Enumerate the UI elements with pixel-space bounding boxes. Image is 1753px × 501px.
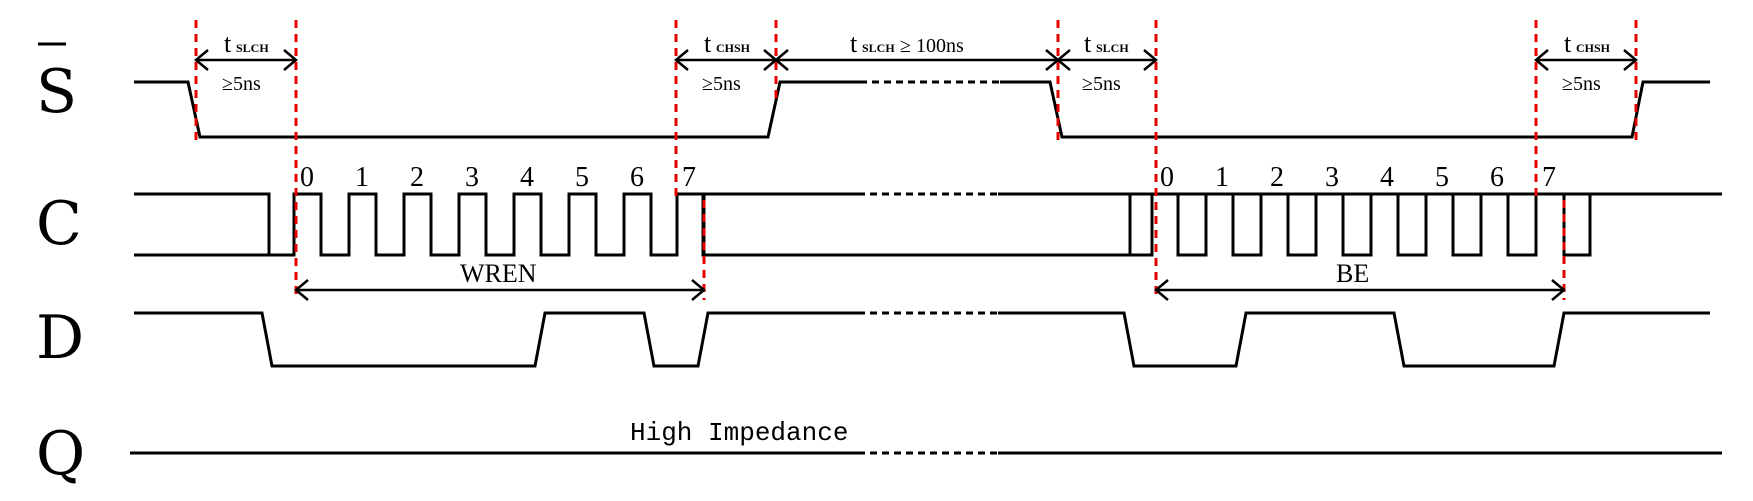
bit-label: 1: [355, 162, 369, 193]
bit-label: 5: [575, 162, 589, 193]
tslch-100-min: ≥ 100ns: [900, 35, 964, 57]
tslch-100-sub: SLCH: [862, 41, 895, 55]
s-waveform: [134, 80, 1710, 139]
tchsh-2-sub: CHSH: [1576, 41, 1611, 55]
signal-label-s: S: [36, 57, 77, 127]
tchsh-2-min: ≥5ns: [1562, 73, 1601, 95]
bit-label: 2: [410, 162, 424, 193]
reference-lines: [194, 20, 1638, 300]
bit-label: 0: [1160, 162, 1174, 193]
command-be: BE: [1336, 259, 1369, 288]
tslch-2-min: ≥5ns: [1082, 73, 1121, 95]
signal-label-c: C: [36, 189, 82, 259]
tslch-100-t: t: [850, 29, 858, 58]
command-wren: WREN: [460, 259, 537, 288]
bit-label: 6: [630, 162, 644, 193]
tchsh-1-t: t: [704, 29, 712, 58]
q-state-label: High Impedance: [630, 418, 848, 448]
bit-label: 3: [1325, 162, 1339, 193]
c-waveform: [134, 192, 1722, 257]
signal-label-d: D: [36, 303, 84, 373]
bit-label: 5: [1435, 162, 1449, 193]
tslch-2-sub: SLCH: [1096, 41, 1129, 55]
bit-label: 4: [520, 162, 534, 193]
bit-label: 7: [1542, 162, 1556, 193]
bit-label: 7: [682, 162, 696, 193]
tslch-1-sub: SLCH: [236, 41, 269, 55]
bit-label: 4: [1380, 162, 1394, 193]
bit-label: 1: [1215, 162, 1229, 193]
signal-names: S C D Q: [36, 42, 85, 489]
tchsh-1-min: ≥5ns: [702, 73, 741, 95]
tslch-1-t: t: [224, 29, 232, 58]
tchsh-1-sub: CHSH: [716, 41, 751, 55]
d-waveform: [134, 311, 1710, 368]
signal-label-q: Q: [36, 419, 85, 489]
q-waveform: High Impedance: [130, 418, 1722, 455]
bit-label: 3: [465, 162, 479, 193]
tslch-1-min: ≥5ns: [222, 73, 261, 95]
tslch-2-t: t: [1084, 29, 1092, 58]
bit-labels-second: 0 1 2 3 4 5 6 7: [1160, 162, 1556, 193]
tchsh-2-t: t: [1564, 29, 1572, 58]
timing-annotations: t SLCH ≥5ns t CHSH ≥5ns t SLCH ≥ 100ns t…: [194, 29, 1638, 95]
bit-label: 0: [300, 162, 314, 193]
bit-label: 2: [1270, 162, 1284, 193]
bit-label: 6: [1490, 162, 1504, 193]
bit-labels-first: 0 1 2 3 4 5 6 7: [300, 162, 696, 193]
command-spans: WREN BE: [294, 259, 1566, 301]
